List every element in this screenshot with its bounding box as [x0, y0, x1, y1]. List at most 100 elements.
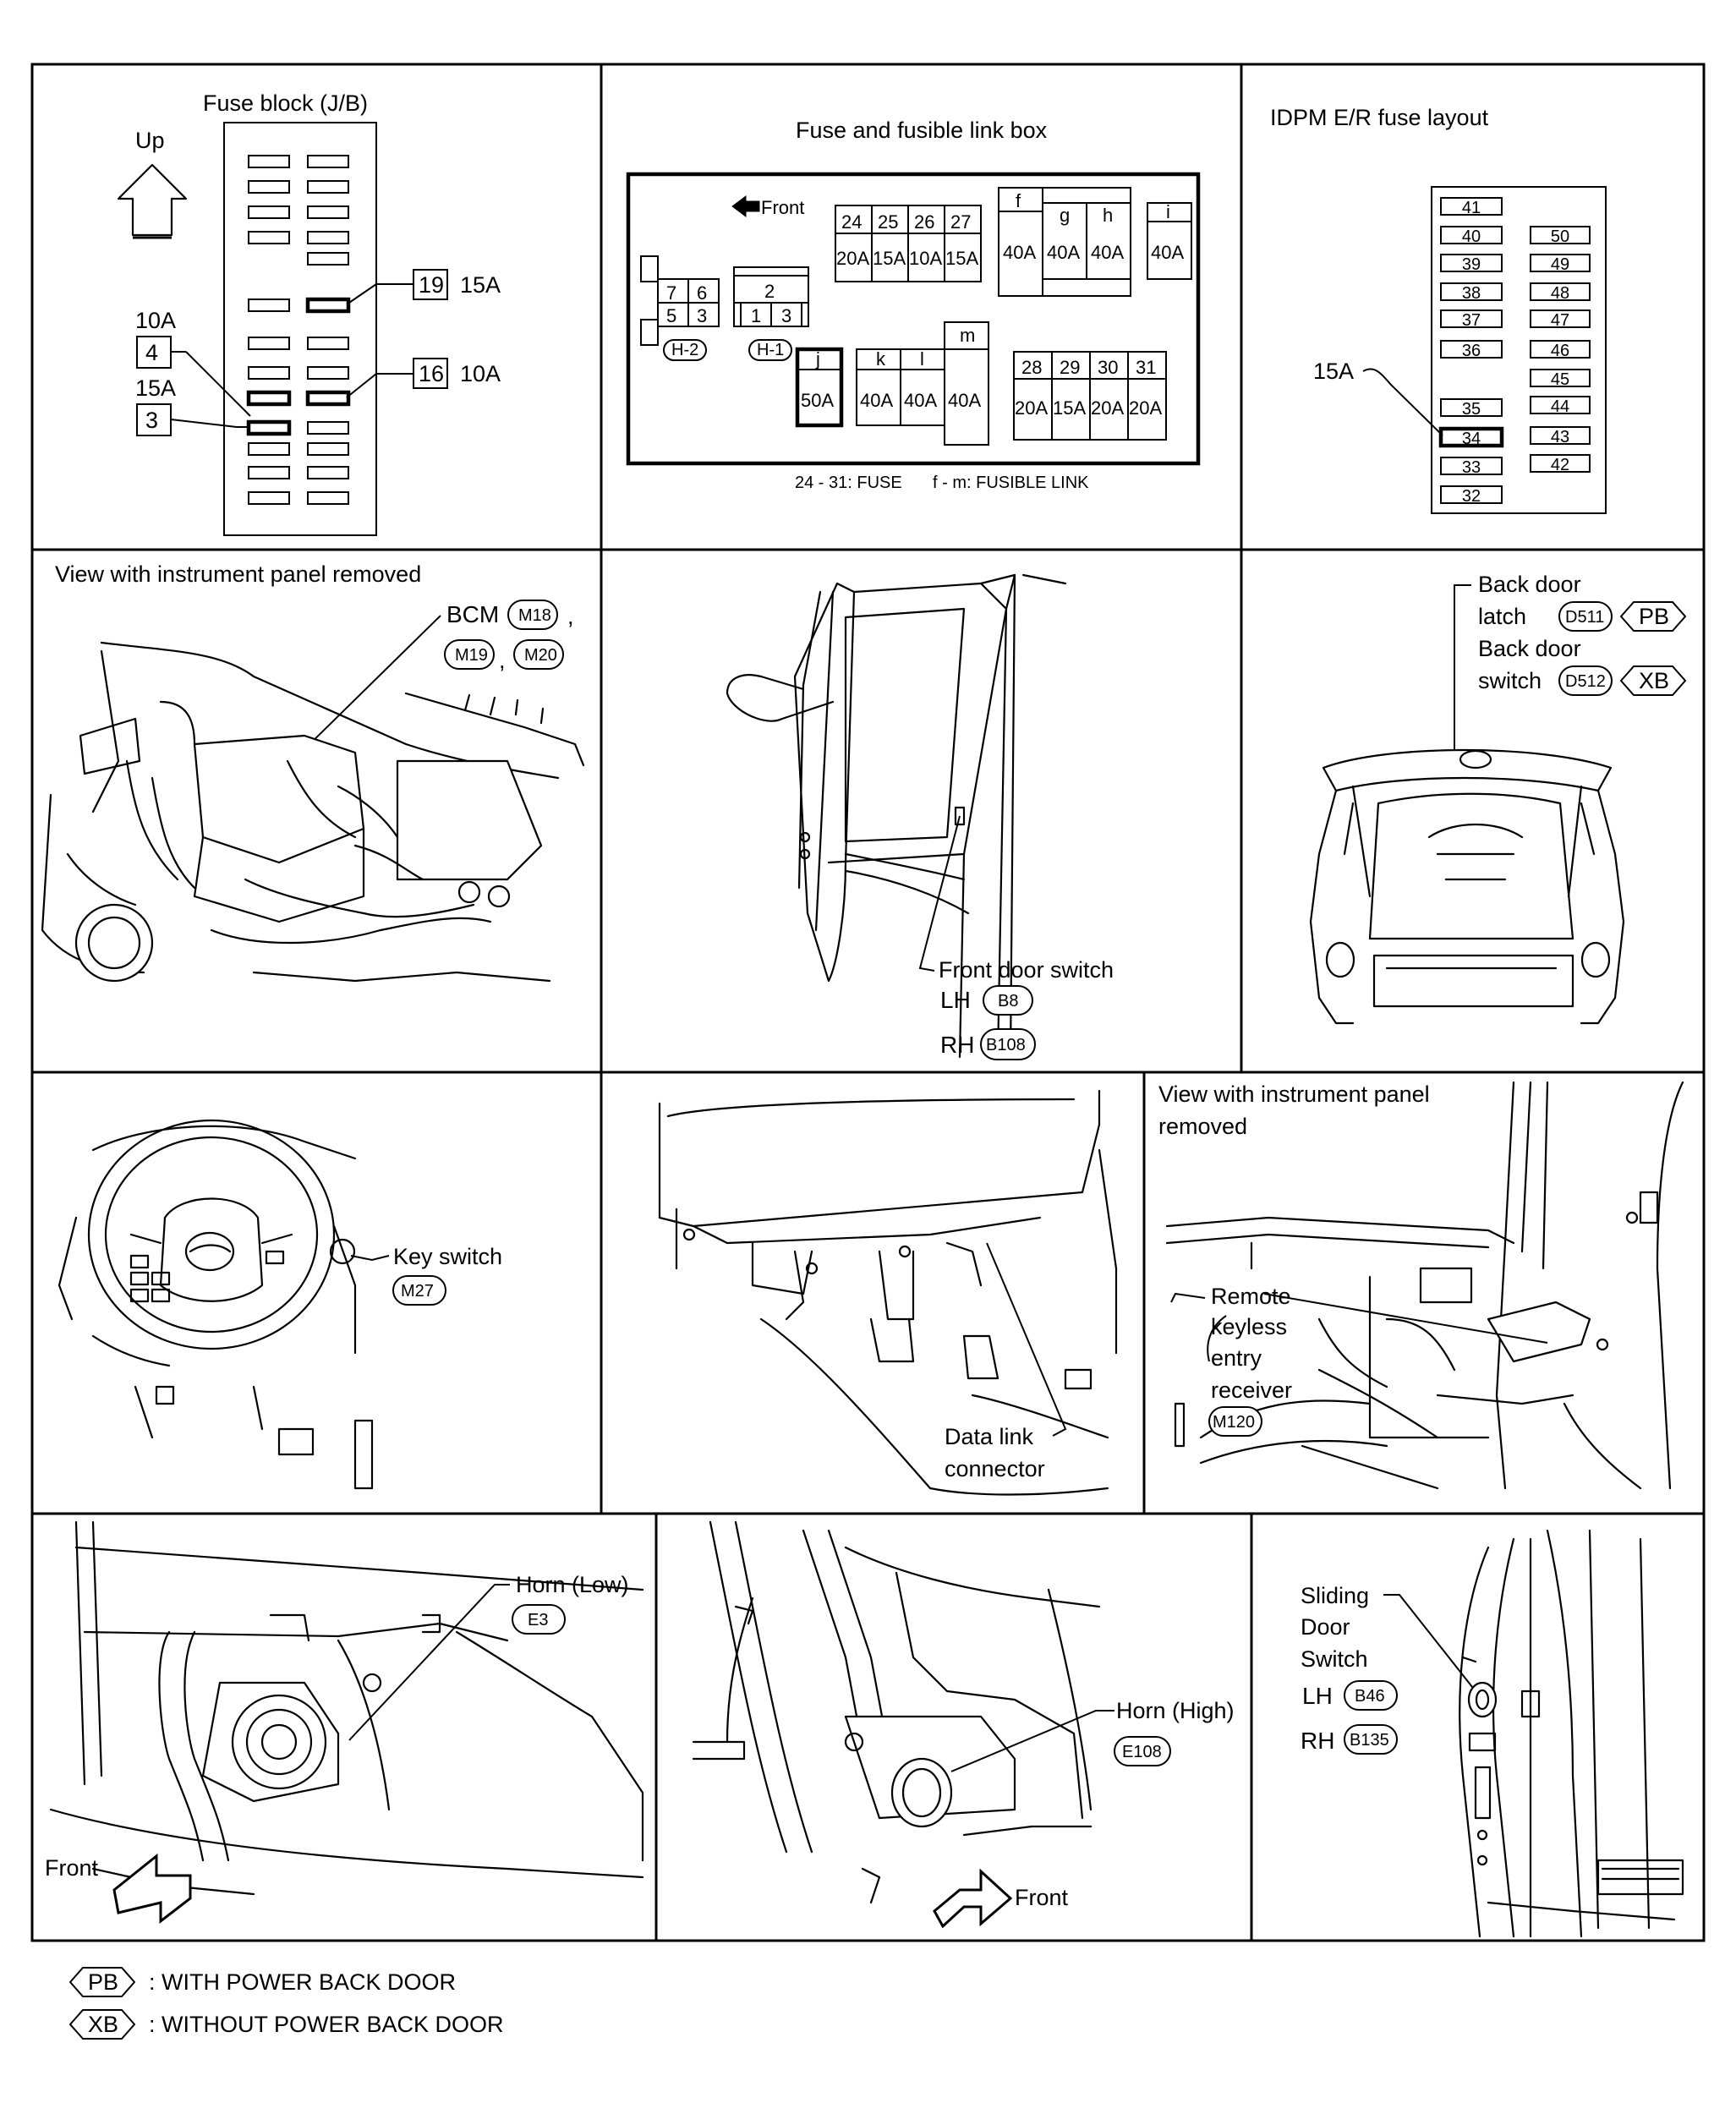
connector-d511-label: D511	[1565, 608, 1604, 627]
horn-high-front-label: Front	[1015, 1885, 1069, 1910]
fusible-link-group-k-m: k l m 40A 40A 40A	[856, 321, 989, 446]
fuse-num-28: 28	[1021, 357, 1042, 378]
bcm-label: BCM	[446, 601, 499, 627]
remote-keyless-panel: View with instrument panel removed	[1158, 1081, 1684, 1490]
connector-m20-label: M20	[524, 646, 557, 665]
fuse-slot	[248, 337, 290, 350]
ipdm-amp-label: 15A	[1313, 359, 1354, 384]
horn-high-label: Horn (High)	[1116, 1698, 1235, 1723]
remote-keyless-line2: keyless	[1211, 1314, 1287, 1339]
connector-m120-label: M120	[1213, 1413, 1255, 1432]
ipdm-fuse-number-40: 40	[1462, 227, 1481, 246]
fuse-group-28-31: 28 29 30 31 20A 15A 20A 20A	[1013, 351, 1167, 441]
fuse-number-4: 4	[145, 340, 158, 365]
fuse-amp-30: 20A	[1091, 397, 1124, 419]
link-num-m: m	[960, 325, 975, 346]
ipdm-fuse-slot-48	[1530, 282, 1591, 301]
link-amp-h: 40A	[1091, 242, 1124, 263]
back-door-switch-line2: switch	[1478, 668, 1542, 693]
front-door-switch-label: Front door switch	[939, 957, 1114, 983]
relay-pin-2: 2	[764, 281, 775, 302]
fuse-range-note: 24 - 31: FUSE	[795, 474, 902, 492]
connector-b108-label: B108	[986, 1036, 1026, 1054]
ipdm-fuse-slot-37	[1440, 309, 1503, 328]
fuse-num-31: 31	[1136, 357, 1156, 378]
fuse-slot	[307, 466, 349, 479]
ipdm-fuse-slot-35	[1440, 398, 1503, 417]
ipdm-fuse-number-34: 34	[1462, 430, 1481, 448]
ipdm-fuse-slot-32	[1440, 485, 1503, 504]
front-door-panel: Front door switch LH B8 RH B108	[726, 573, 1114, 1060]
ipdm-fuse-slot-40	[1440, 226, 1503, 244]
relay-pin-5: 5	[666, 305, 676, 326]
front-label: Front	[761, 197, 804, 218]
fuse-amp-31: 20A	[1129, 397, 1162, 419]
ipdm-fuse-slot-45	[1530, 369, 1591, 387]
fusible-link-i: i 40A	[1147, 201, 1192, 280]
horn-high-panel: Horn (High) E108 Front	[692, 1520, 1235, 1929]
connector-m18-label: M18	[518, 606, 551, 625]
fuse-slot	[307, 491, 349, 505]
connector-e3	[512, 1604, 566, 1635]
dashboard-underside-illustration	[658, 1089, 1118, 1496]
connector-b135-label: B135	[1350, 1731, 1389, 1750]
connector-b8-label: B8	[998, 992, 1018, 1010]
fuse-amp-24: 20A	[836, 248, 869, 269]
fuse-callout-box-3	[136, 403, 172, 436]
ipdm-fuse-number-35: 35	[1462, 400, 1481, 419]
fuse-slot	[246, 390, 292, 407]
connector-m20	[513, 639, 564, 670]
connector-e108-label: E108	[1122, 1743, 1162, 1761]
fuse-slot	[248, 155, 290, 168]
fuse-slot	[305, 390, 351, 407]
link-num-l: l	[920, 348, 924, 370]
link-num-k: k	[876, 348, 886, 370]
relay-pin-7: 7	[666, 282, 676, 304]
legend-xb-code: XB	[88, 2012, 118, 2037]
ipdm-fuse-slot-50	[1530, 226, 1591, 244]
ipdm-fuse-slot-36	[1440, 340, 1503, 359]
comma: ,	[499, 648, 506, 673]
ipdm-fuse-slot-39	[1440, 254, 1503, 272]
fuse-amp-25: 15A	[873, 248, 906, 269]
sliding-door-lh-label: LH	[1302, 1683, 1333, 1709]
ipdm-fuse-slot-44	[1530, 396, 1591, 414]
horn-high-illustration	[692, 1520, 1101, 1904]
fuse-amp-16: 10A	[460, 361, 501, 386]
steering-wheel-illustration	[58, 1119, 374, 1490]
fuse-slot	[307, 180, 349, 194]
sliding-door-line3: Switch	[1301, 1646, 1368, 1672]
link-amp-i: 40A	[1151, 242, 1184, 263]
fuse-slot	[248, 231, 290, 244]
remote-keyless-line1: Remote	[1211, 1284, 1291, 1309]
relay-pin-6: 6	[697, 282, 707, 304]
key-switch-panel: Key switch M27	[58, 1119, 502, 1490]
comma: ,	[567, 604, 574, 629]
fusible-link-box-panel: Fuse and fusible link box Front 24 25 26…	[626, 118, 1201, 492]
instrument-panel-illustration	[41, 641, 585, 983]
front-door-lh-label: LH	[940, 987, 971, 1013]
ipdm-fuse-number-49: 49	[1551, 255, 1569, 274]
fuse-slot	[307, 205, 349, 219]
fuse-amp-19: 15A	[460, 272, 501, 298]
connector-e108	[1114, 1736, 1171, 1766]
front-door-illustration	[726, 573, 1067, 1059]
front-door-rh-label: RH	[940, 1032, 974, 1058]
ipdm-fuse-slot-42	[1530, 454, 1591, 473]
fuse-amp-29: 15A	[1053, 397, 1086, 419]
fuse-slot	[307, 252, 349, 266]
ipdm-fuse-number-41: 41	[1462, 199, 1481, 217]
back-door-illustration	[1309, 748, 1625, 1025]
fuse-slot	[248, 205, 290, 219]
horn-low-panel: Horn (Low) E3 Front	[45, 1520, 644, 1925]
fuse-slot	[248, 466, 290, 479]
fuse-num-26: 26	[914, 211, 934, 233]
horn-low-label: Horn (Low)	[516, 1572, 629, 1597]
sliding-door-illustration	[1459, 1529, 1684, 1938]
connector-b108	[980, 1028, 1036, 1060]
connector-b46	[1344, 1680, 1398, 1711]
fuse-slot	[305, 297, 351, 314]
connector-m27-label: M27	[401, 1282, 434, 1301]
fuse-number-3: 3	[145, 408, 158, 433]
